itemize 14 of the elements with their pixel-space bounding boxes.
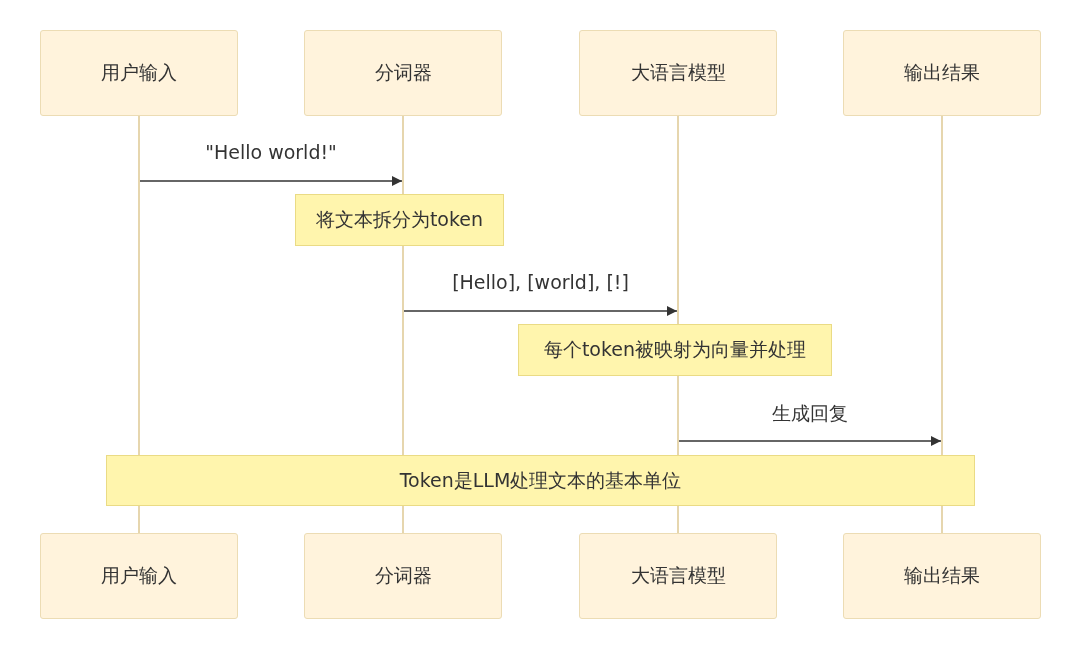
- participant-box: 大语言模型: [579, 30, 777, 116]
- message-arrow: [139, 176, 403, 186]
- message-arrow: [403, 306, 678, 316]
- participant-box: 分词器: [304, 30, 502, 116]
- note-box: 每个token被映射为向量并处理: [518, 324, 832, 376]
- participant-box: 用户输入: [40, 30, 238, 116]
- participant-box: 分词器: [304, 533, 502, 619]
- note-box: 将文本拆分为token: [295, 194, 504, 246]
- participant-box: 用户输入: [40, 533, 238, 619]
- note-box: Token是LLM处理文本的基本单位: [106, 455, 975, 506]
- participant-box: 大语言模型: [579, 533, 777, 619]
- participant-box: 输出结果: [843, 30, 1041, 116]
- message-arrow: [678, 436, 942, 446]
- participant-box: 输出结果: [843, 533, 1041, 619]
